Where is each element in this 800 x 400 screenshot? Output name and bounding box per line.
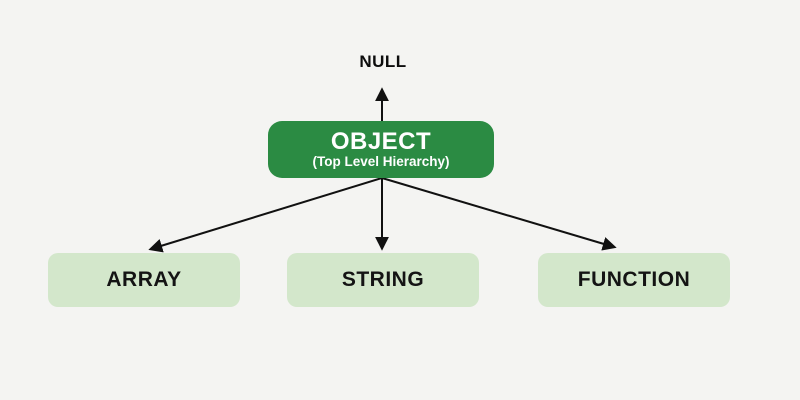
node-object-title: OBJECT (330, 128, 432, 156)
node-function-label: FUNCTION (577, 268, 691, 291)
node-object: OBJECT (Top Level Hierarchy) (268, 121, 494, 178)
null-node-label: NULL (359, 52, 407, 71)
node-string-label: STRING (341, 268, 425, 291)
node-object-subtitle: (Top Level Hierarchy) (312, 154, 450, 170)
node-array-label: ARRAY (106, 268, 182, 291)
node-string: STRING (287, 253, 479, 307)
node-function: FUNCTION (538, 253, 730, 307)
arrow-object-to-function (381, 177, 617, 251)
node-array: ARRAY (48, 253, 240, 307)
arrow-object-to-array (148, 177, 383, 253)
